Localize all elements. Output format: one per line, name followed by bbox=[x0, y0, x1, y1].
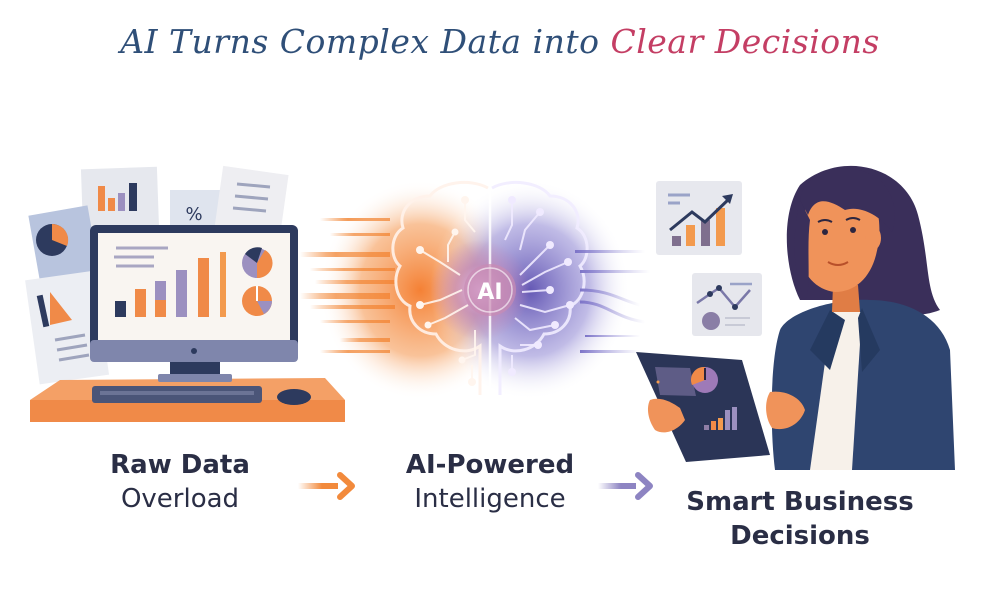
paper-bar-chart bbox=[80, 166, 160, 232]
paper-text bbox=[213, 165, 289, 245]
stage-label-line-1: Smart Business bbox=[686, 487, 914, 517]
paper-pie bbox=[28, 205, 100, 285]
stage-label-raw-data: Raw Data Overload bbox=[95, 448, 265, 516]
woman-figure bbox=[771, 165, 955, 470]
page-title: AI Turns Complex Data into Clear Decisio… bbox=[0, 20, 1000, 64]
arrow-right-icon bbox=[298, 472, 355, 500]
data-streams-purple bbox=[575, 250, 650, 353]
stage-label-decisions: Smart Business Decisions bbox=[670, 485, 930, 553]
stage-label-ai-intelligence: AI-Powered Intelligence bbox=[385, 448, 595, 516]
mouse bbox=[277, 389, 311, 405]
svg-text:%: % bbox=[185, 204, 202, 225]
stage-label-line-2: Overload bbox=[120, 484, 240, 514]
stage-label-line-2: Decisions bbox=[730, 521, 870, 551]
tablet bbox=[636, 352, 770, 462]
arrow-right-icon bbox=[598, 472, 653, 500]
floating-chart-line bbox=[692, 273, 762, 336]
title-part-1: AI Turns Complex Data into bbox=[120, 22, 611, 61]
stage-label-line-2: Intelligence bbox=[414, 484, 566, 514]
monitor bbox=[90, 225, 298, 382]
ai-brain-illustration bbox=[320, 180, 630, 400]
hands bbox=[647, 391, 805, 433]
title-part-2: Clear Decisions bbox=[610, 22, 880, 61]
stage-label-line-1: AI-Powered bbox=[405, 450, 575, 480]
stage-label-line-1: Raw Data bbox=[110, 450, 250, 480]
paper-triangle-chart bbox=[25, 270, 110, 385]
ai-badge-label: AI bbox=[477, 280, 502, 305]
keyboard bbox=[92, 386, 262, 403]
floating-chart-growth bbox=[656, 181, 742, 255]
